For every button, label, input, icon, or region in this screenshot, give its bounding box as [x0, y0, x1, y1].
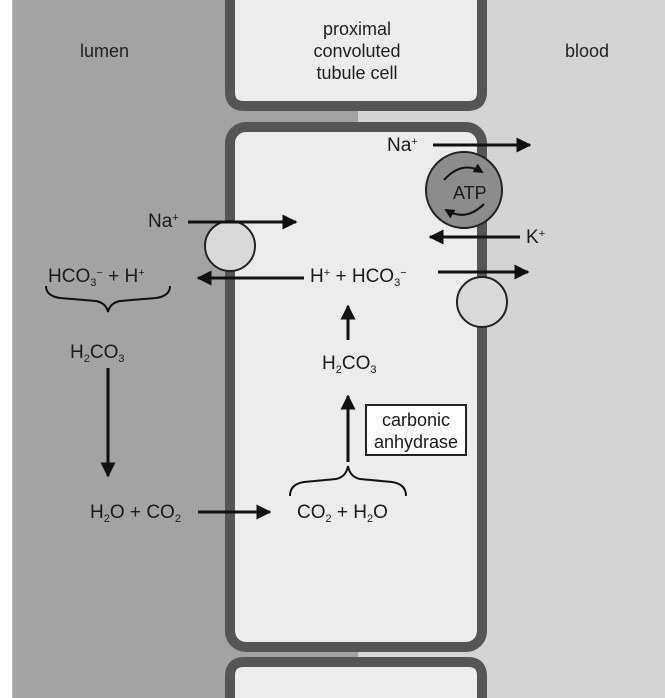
na-h-exchanger [204, 220, 256, 272]
lumen-label: lumen [80, 41, 130, 61]
pump-k-label: K+ [526, 227, 546, 248]
cell-co2-h2o-label: CO2 + H2O [297, 502, 388, 525]
cell-title-line-1: proximal [322, 19, 392, 39]
pump-rotation-arrow-bottom [444, 203, 485, 219]
na-bicarbonate-cotransporter [456, 276, 508, 328]
cell-h2co3-label: H2CO3 [322, 353, 377, 376]
lumen-combination-brace [45, 285, 171, 313]
frame-edge [12, 0, 13, 698]
cell-title: proximal convoluted tubule cell [302, 18, 412, 84]
carbonic-anhydrase-box: carbonic anhydrase [365, 404, 467, 456]
lumen-h2o-co2-label: H2O + CO2 [90, 502, 181, 525]
lumen-hco3-h-label: HCO3− + H+ [48, 266, 145, 289]
cell-title-line-3: tubule cell [316, 63, 398, 83]
cell-reactant-brace [289, 465, 407, 497]
lumen-h2co3-label: H2CO3 [70, 342, 125, 365]
pump-rotation-arrow-top [443, 163, 484, 181]
blood-label: blood [565, 41, 610, 61]
cell-h-hco3-label: H+ + HCO3− [310, 266, 407, 289]
pump-na-label: Na+ [387, 135, 418, 156]
enzyme-line-2: anhydrase [373, 432, 459, 452]
tubule-cell [225, 122, 487, 652]
enzyme-line-1: carbonic [381, 410, 451, 430]
upper-neighbor-cell [225, 0, 487, 111]
exchanger-na-label: Na+ [148, 211, 179, 232]
atp-label: ATP [453, 183, 487, 203]
lower-neighbor-cell [225, 657, 487, 698]
cell-title-line-2: convoluted [313, 41, 401, 61]
